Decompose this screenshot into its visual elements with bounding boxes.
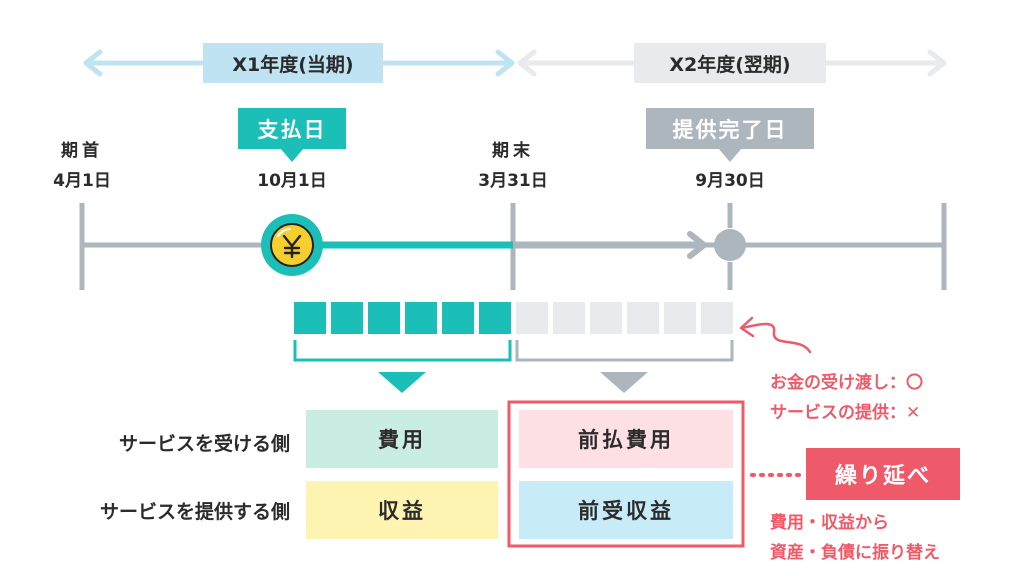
money-exchange-note: お金の受け渡し：〇 — [770, 373, 923, 393]
completion-date-text: 9月30日 — [695, 171, 765, 191]
gray-bracket — [515, 340, 734, 362]
yen-coin-icon — [261, 214, 323, 276]
completion-dot — [714, 229, 746, 261]
start-label-line2: 4月1日 — [53, 171, 111, 191]
unearned-revenue-text: 前受収益 — [578, 499, 674, 523]
payment-day-text: 支払日 — [257, 117, 327, 142]
next-period-text: X2年度(翌期) — [669, 53, 791, 76]
provider-row-label: サービスを提供する側 — [99, 501, 290, 523]
expense-text: 費用 — [378, 428, 426, 452]
end-label-line2: 3月31日 — [478, 171, 548, 191]
deferral-text: 繰り延べ — [834, 464, 931, 489]
teal-month-blocks — [294, 302, 511, 334]
completion-day-text: 提供完了日 — [672, 117, 788, 142]
reclass-notes: 費用・収益から 資産・負債に振り替え — [770, 508, 1020, 568]
gray-down-triangle — [600, 372, 648, 393]
timeline — [79, 203, 947, 290]
payment-date-text: 10月1日 — [257, 171, 327, 191]
deferral-outline — [507, 400, 745, 548]
start-label-line1: 期首 — [61, 141, 103, 161]
current-period-label: X1年度(当期) — [203, 43, 383, 83]
teal-bracket — [293, 340, 512, 362]
completion-date-label: 9月30日 — [678, 166, 782, 196]
expense-cell: 費用 — [306, 410, 498, 468]
completion-day-badge: 提供完了日 — [646, 108, 814, 149]
gray-month-blocks — [516, 302, 733, 334]
receiver-row-label: サービスを受ける側 — [118, 433, 290, 455]
deferral-badge: 繰り延べ — [806, 448, 960, 500]
exchange-notes: お金の受け渡し：〇 サービスの提供：✕ — [770, 368, 1010, 428]
teal-down-triangle — [378, 372, 426, 393]
start-date-label: 期首 4月1日 — [30, 136, 134, 196]
reclass-line1: 費用・収益から — [770, 513, 889, 533]
next-period-label: X2年度(翌期) — [634, 43, 826, 83]
revenue-cell: 収益 — [306, 481, 498, 539]
revenue-text: 収益 — [378, 499, 426, 523]
curved-arrow — [740, 322, 812, 354]
payment-day-badge: 支払日 — [238, 108, 346, 149]
service-provision-note: サービスの提供：✕ — [770, 403, 921, 423]
prepaid-expense-cell: 前払費用 — [519, 410, 733, 468]
end-date-label: 期末 3月31日 — [461, 136, 565, 196]
unearned-revenue-cell: 前受収益 — [519, 481, 733, 539]
reclass-line2: 資産・負債に振り替え — [770, 543, 940, 563]
end-label-line1: 期末 — [492, 141, 534, 161]
prepaid-expense-text: 前払費用 — [578, 428, 674, 452]
current-period-text: X1年度(当期) — [232, 53, 354, 76]
payment-date-label: 10月1日 — [240, 166, 344, 196]
